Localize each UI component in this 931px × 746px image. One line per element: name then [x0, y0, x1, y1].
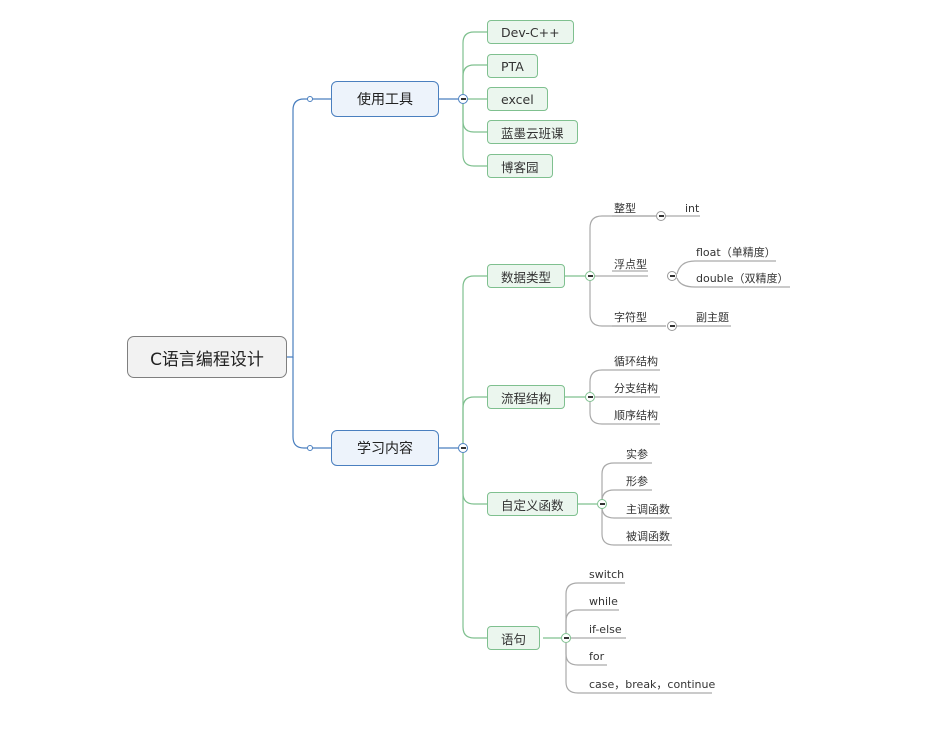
tool-item[interactable]: 博客园 — [487, 154, 553, 178]
collapse-learning-button[interactable] — [458, 443, 468, 453]
subtopic-label: 流程结构 — [501, 390, 552, 406]
leaf-switch[interactable]: switch — [589, 568, 624, 582]
collapse-integer-button[interactable] — [656, 211, 666, 221]
leaf-label: 字符型 — [614, 311, 647, 324]
leaf-float-type[interactable]: 浮点型 — [614, 258, 647, 272]
tool-item-label: 博客园 — [501, 159, 539, 175]
collapse-statements-button[interactable] — [561, 633, 571, 643]
main-topic-tools[interactable]: 使用工具 — [331, 81, 439, 117]
leaf-double[interactable]: double（双精度） — [696, 272, 789, 286]
main-topic-learning[interactable]: 学习内容 — [331, 430, 439, 466]
leaf-label: double（双精度） — [696, 272, 789, 285]
subtopic-label: 自定义函数 — [501, 497, 564, 513]
leaf-callee[interactable]: 被调函数 — [626, 530, 670, 544]
leaf-integer[interactable]: 整型 — [614, 202, 636, 216]
subtopic-data-types[interactable]: 数据类型 — [487, 264, 566, 288]
leaf-label: 形参 — [626, 475, 648, 488]
leaf-case-break-continue[interactable]: case，break，continue — [589, 678, 715, 692]
tool-item[interactable]: Dev-C++ — [487, 20, 574, 44]
tool-item[interactable]: 蓝墨云班课 — [487, 120, 578, 144]
tool-item[interactable]: excel — [487, 87, 548, 111]
connector-dot-learning — [307, 445, 313, 451]
leaf-branch[interactable]: 分支结构 — [614, 382, 658, 396]
collapse-data-types-button[interactable] — [585, 271, 595, 281]
leaf-label: 整型 — [614, 202, 636, 215]
root-topic-label: C语言编程设计 — [150, 349, 264, 370]
subtopic-label: 语句 — [501, 631, 527, 647]
leaf-label: while — [589, 595, 618, 608]
leaf-label: switch — [589, 568, 625, 581]
leaf-caller[interactable]: 主调函数 — [626, 503, 670, 517]
leaf-subtopic[interactable]: 副主题 — [696, 311, 729, 325]
leaf-label: for — [589, 650, 605, 663]
tool-item-label: excel — [501, 91, 534, 107]
tool-item-label: PTA — [501, 58, 524, 74]
main-topic-tools-label: 使用工具 — [357, 92, 413, 108]
tool-item-label: Dev-C++ — [501, 24, 560, 40]
leaf-label: int — [685, 202, 700, 215]
collapse-tools-button[interactable] — [458, 94, 468, 104]
leaf-label: float（单精度） — [696, 246, 776, 259]
tool-item[interactable]: PTA — [487, 54, 538, 78]
leaf-for[interactable]: for — [589, 650, 604, 664]
collapse-char-type-button[interactable] — [667, 321, 677, 331]
leaf-int[interactable]: int — [685, 202, 699, 216]
subtopic-label: 数据类型 — [501, 269, 552, 285]
leaf-sequence[interactable]: 顺序结构 — [614, 409, 658, 423]
leaf-label: 浮点型 — [614, 258, 647, 271]
connector-dot-tools — [307, 96, 313, 102]
leaf-if-else[interactable]: if-else — [589, 623, 622, 637]
link-root-tools — [287, 98, 332, 358]
subtopic-flow-structures[interactable]: 流程结构 — [487, 385, 566, 409]
leaf-label: 主调函数 — [626, 503, 670, 516]
leaf-label: case，break，continue — [589, 678, 716, 691]
leaf-while[interactable]: while — [589, 595, 618, 609]
leaf-actual-param[interactable]: 实参 — [626, 448, 648, 462]
collapse-functions-button[interactable] — [597, 499, 607, 509]
collapse-float-type-button[interactable] — [667, 271, 677, 281]
leaf-char-type[interactable]: 字符型 — [614, 311, 647, 325]
leaf-loop[interactable]: 循环结构 — [614, 355, 658, 369]
link-root-learning — [292, 357, 332, 449]
tool-item-label: 蓝墨云班课 — [501, 125, 564, 141]
leaf-label: 分支结构 — [614, 382, 658, 395]
leaf-float[interactable]: float（单精度） — [696, 246, 776, 260]
leaf-formal-param[interactable]: 形参 — [626, 475, 648, 489]
collapse-flow-button[interactable] — [585, 392, 595, 402]
leaf-label: 循环结构 — [614, 355, 658, 368]
leaf-label: 实参 — [626, 448, 648, 461]
leaf-label: 被调函数 — [626, 530, 670, 543]
main-topic-learning-label: 学习内容 — [357, 441, 413, 457]
leaf-label: if-else — [589, 623, 622, 636]
leaf-label: 副主题 — [696, 311, 729, 324]
leaf-label: 顺序结构 — [614, 409, 658, 422]
subtopic-statements[interactable]: 语句 — [487, 626, 541, 650]
subtopic-custom-functions[interactable]: 自定义函数 — [487, 492, 578, 516]
root-topic[interactable]: C语言编程设计 — [127, 336, 287, 378]
